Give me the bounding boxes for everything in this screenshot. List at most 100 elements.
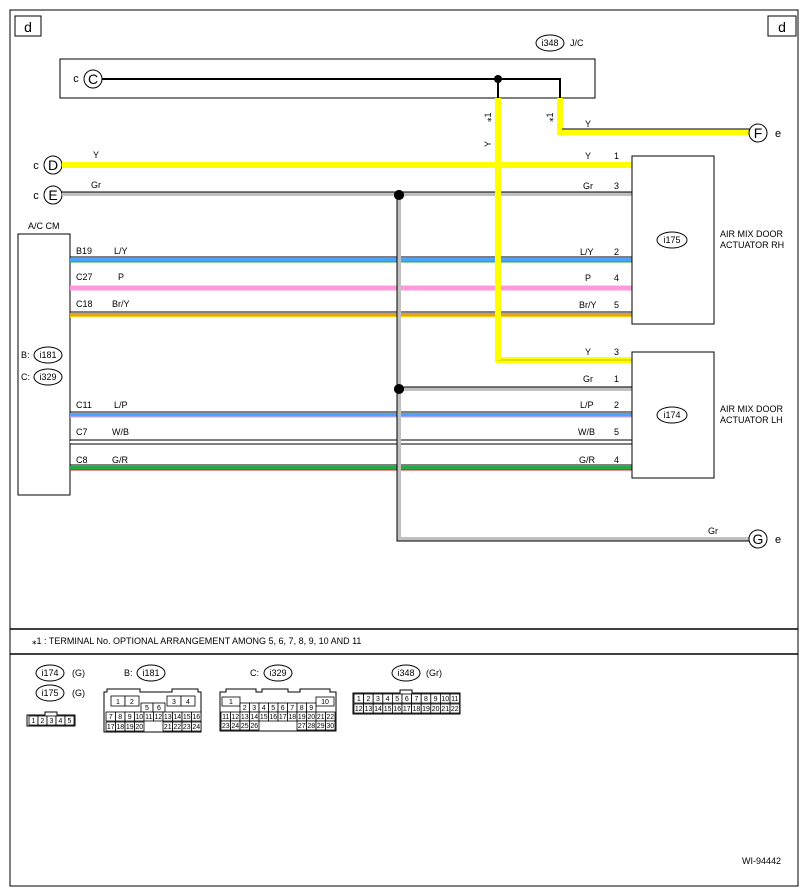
connector-F-suffix: e (775, 128, 781, 140)
legend-j-pin-label: 3 (376, 696, 380, 703)
jc-connector-oval (535, 34, 565, 52)
legend-b-cell (134, 721, 145, 732)
legend-b-cell (191, 721, 202, 732)
legend-c-pin-label: 10 (321, 699, 329, 706)
connector-G (748, 529, 768, 549)
wire-c7-color: W/B (112, 427, 129, 437)
legend-b-outline (103, 688, 202, 733)
legend-j-pin-label: 22 (451, 706, 459, 713)
rh-pin-color: L/Y (580, 247, 594, 257)
legend-b-pin-label: 8 (118, 714, 122, 721)
rh-pin-3: Gr 3 (583, 181, 619, 191)
legend-b-pin-label: 9 (128, 714, 132, 721)
legend-c-pin-label: 21 (317, 714, 325, 721)
ac-cm-c-conn: i329 (39, 372, 56, 382)
legend-b-cell (180, 695, 196, 707)
lh-title-line2: ACTUATOR LH (720, 415, 783, 425)
rh-pin-5: Br/Y 5 (579, 300, 619, 310)
rh-pin-number: 1 (614, 151, 619, 161)
legend-c-pin-label: 12 (231, 714, 239, 721)
legend-c-pin-label: 26 (250, 723, 258, 730)
splice-gray-top-dot (394, 190, 404, 200)
legend-small-pin-label: 4 (59, 718, 63, 725)
connector-G-suffix: e (775, 534, 781, 546)
connector-F (748, 123, 768, 143)
wire-yellow-f (557, 98, 750, 135)
rh-connector-oval (656, 231, 688, 249)
legend-i174-color: (G) (72, 668, 85, 678)
legend-c-cell (325, 720, 336, 731)
legend-c-pin-label: 27 (298, 723, 306, 730)
rh-pin-color: Y (585, 151, 591, 161)
legend-c-pin-label: 4 (262, 705, 266, 712)
legend-j-pin-label: 6 (405, 696, 409, 703)
legend-c-pin-label: 2 (243, 705, 247, 712)
connector-C-label: C (88, 71, 98, 87)
wire-gr-g-label: Gr (708, 526, 718, 536)
legend-i175-oval (35, 684, 65, 702)
wire-c7 (70, 439, 632, 445)
jc-connector-id: i348 (541, 38, 558, 48)
lh-pin-number: 2 (614, 400, 619, 410)
legend-c-pin-label: 25 (241, 723, 249, 730)
legend-b-pin-label: 11 (145, 714, 152, 721)
legend-j-id: i348 (397, 668, 414, 678)
legend-j-pin-label: 17 (403, 706, 411, 713)
wire-c11-color: L/P (114, 400, 128, 410)
legend-j-pin-label: 12 (355, 706, 363, 713)
legend-b-pin-label: 19 (126, 724, 134, 731)
legend-j-cell (449, 693, 461, 704)
legend-b-pin-label: 2 (130, 699, 134, 706)
legend-b-oval (136, 664, 166, 682)
legend-c-pin-label: 18 (288, 714, 296, 721)
legend-b-pin-label: 1 (116, 699, 120, 706)
legend-small-pin-label: 2 (41, 718, 45, 725)
legend-small-pin-label: 5 (68, 718, 72, 725)
legend-j-pin-label: 5 (395, 696, 399, 703)
legend-c-pin-label: 9 (309, 705, 313, 712)
legend-c-prefix: C: (250, 668, 259, 678)
legend-c-pin-label: 15 (260, 714, 268, 721)
wire-yellow-lh (495, 98, 632, 363)
legend-c-cell (315, 696, 335, 707)
legend-b-pin-label: 14 (173, 714, 181, 721)
legend-b-pin-label: 4 (186, 699, 190, 706)
wire-c18 (70, 311, 632, 318)
lh-connector-id: i174 (663, 410, 680, 420)
legend-j-pin-label: 1 (357, 696, 361, 703)
legend-b-prefix: B: (124, 668, 133, 678)
legend-c-pin-label: 29 (317, 723, 325, 730)
legend-c-pin-label: 20 (307, 714, 315, 721)
legend-j-pin-label: 2 (366, 696, 370, 703)
legend-i174-oval (35, 664, 65, 682)
legend-c-pin-label: 28 (307, 723, 315, 730)
legend-b-pin-label: 3 (172, 699, 176, 706)
legend-b-pin-label: 13 (164, 714, 172, 721)
lh-pin-2: L/P 2 (580, 400, 619, 410)
legend-c-pin-label: 7 (290, 705, 294, 712)
rh-pin-number: 4 (614, 273, 619, 283)
legend-c-pin-label: 19 (298, 714, 306, 721)
lh-title-line1: AIR MIX DOOR (720, 404, 784, 414)
legend-c-pin-label: 16 (269, 714, 277, 721)
wire-gr-e-label: Gr (91, 180, 101, 190)
legend-b-pin-label: 18 (116, 724, 124, 731)
wire-c27-color: P (118, 272, 124, 282)
rh-pin-2: L/Y 2 (580, 247, 619, 257)
rh-title-line2: ACTUATOR RH (720, 240, 784, 250)
connector-D-label: D (48, 157, 58, 173)
lh-pin-color: Y (585, 347, 591, 357)
legend-c-outline (219, 688, 337, 732)
ac-cm-b-oval (33, 346, 63, 364)
rh-pin-color: Br/Y (579, 300, 597, 310)
rh-pin-color: P (585, 273, 591, 283)
wire-c7-pin: C7 (76, 427, 88, 437)
rh-title-line1: AIR MIX DOOR (720, 229, 784, 239)
legend-b-pin-label: 12 (154, 714, 162, 721)
corner-label-right: d (778, 19, 786, 35)
lh-pin-color: W/B (578, 427, 595, 437)
legend-i175-id: i175 (41, 688, 58, 698)
